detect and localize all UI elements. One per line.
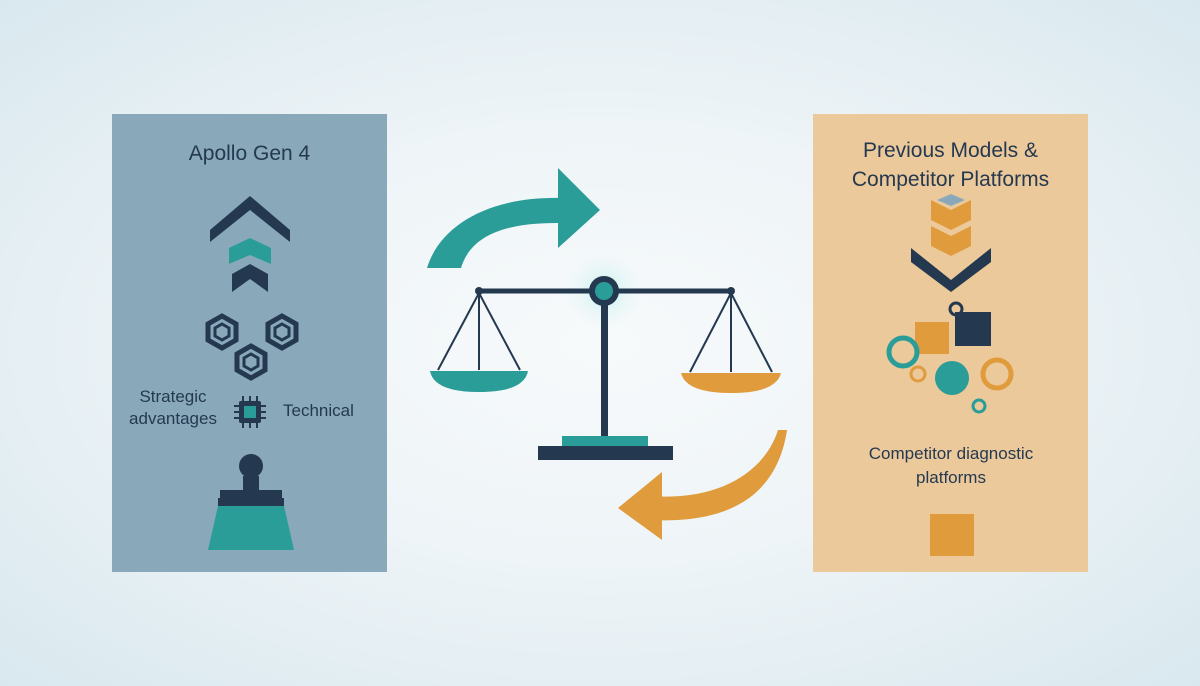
apollo-icons-group: [205, 196, 299, 550]
shapes-cluster-icon: [886, 301, 1014, 414]
panel-title: Previous Models & Competitor Platforms: [851, 139, 1050, 191]
technical-label: Technical: [283, 401, 354, 420]
apollo-gen4-panel: Apollo Gen 4: [112, 114, 387, 572]
chip-icon: [234, 396, 266, 428]
hexagon-cluster-icon: [205, 313, 299, 381]
curved-arrow-right-icon: [427, 168, 600, 268]
previous-models-panel: Previous Models & Competitor Platforms C…: [813, 114, 1088, 572]
panel-title: Apollo Gen 4: [188, 142, 311, 165]
weight-icon: [208, 454, 294, 550]
square-block-icon: [930, 514, 974, 556]
stacked-chevron-up-icon: [210, 196, 290, 292]
balance-scale-icon: [430, 251, 781, 460]
curved-arrow-left-icon: [618, 430, 787, 540]
competitor-platforms-label: Competitor diagnostic platforms: [868, 444, 1034, 487]
competitor-icons-group: [886, 194, 1014, 556]
stacked-chevron-down-icon: [911, 194, 991, 292]
strategic-advantages-label: Strategic advantages: [129, 387, 217, 428]
